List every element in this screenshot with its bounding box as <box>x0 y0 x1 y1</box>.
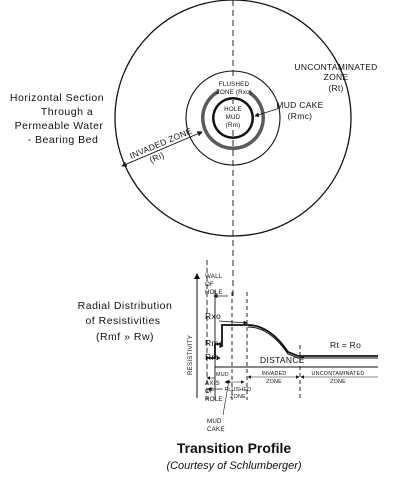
section-side-label-1: Horizontal Section <box>10 92 104 104</box>
flushed-zone-label-2: ZONE (Rxo) <box>216 89 252 96</box>
wall-of-hole-label-1: WALL <box>205 273 223 280</box>
horizontal-section: Horizontal Section Through a Permeable W… <box>10 0 377 300</box>
y-axis-label: RESISTIVITY <box>187 335 194 375</box>
flushed-label-background <box>219 79 249 96</box>
mud-cake-profile-label-2: CAKE <box>207 426 225 433</box>
mud-cake-pointer-line <box>222 379 231 416</box>
profile-side-label-1: Radial Distribution <box>78 300 173 312</box>
mud-resistivity: (Rm) <box>226 122 241 129</box>
section-side-label-3: Permeable Water <box>15 120 104 132</box>
axis-of-hole-label-2: OF <box>205 388 214 395</box>
mud-cake-pointer <box>254 107 281 118</box>
axis-of-hole-label-3: HOLE <box>205 396 223 403</box>
distance-label: DISTANCE <box>260 355 305 365</box>
rt-ro-label: Rt = Ro <box>330 340 361 350</box>
resistivity-curve-shadow <box>247 326 378 359</box>
mud-cake-label: MUD CAKE <box>276 100 323 110</box>
section-side-label-4: - Bearing Bed <box>28 134 99 146</box>
mud-profile-label: MUD <box>216 372 229 378</box>
axis-of-hole-label-1: AXIS <box>205 380 220 387</box>
profile-side-label-2: of Resistivities <box>85 315 160 327</box>
invaded-zone-profile-label-1: INVADED <box>262 371 287 377</box>
resistivity-profile: Radial Distribution of Resistivities (Rm… <box>78 260 378 433</box>
uncontaminated-zone-profile-label-2: ZONE <box>330 379 346 385</box>
rxo-label: Rxo <box>205 311 221 321</box>
mud-cake-profile-label-1: MUD <box>207 418 222 425</box>
rmc-label: Rmc <box>205 338 224 348</box>
flushed-zone-label-1: FLUSHED <box>219 81 250 88</box>
caption-credit: (Courtesy of Schlumberger) <box>166 460 301 472</box>
flushed-zone-profile-label-1: FLUSHED <box>225 387 252 393</box>
invaded-zone-profile-label-2: ZONE <box>266 379 282 385</box>
profile-side-label-3: (Rmf » Rw) <box>96 331 154 343</box>
mud-label: MUD <box>226 114 241 121</box>
uncontaminated-zone-resistivity: (Rt) <box>328 83 343 93</box>
flushed-zone-profile-label-2: ZONE <box>230 394 246 400</box>
hole-label: HOLE <box>224 106 242 113</box>
wall-of-hole-label-3: HOLE <box>205 289 223 296</box>
caption-title: Transition Profile <box>177 440 292 456</box>
rxo-pointer <box>218 320 248 325</box>
mud-cake-resistivity: (Rmc) <box>288 111 313 121</box>
uncontaminated-zone-profile-label-1: UNCONTAMINATED <box>312 371 365 377</box>
wall-of-hole-label-2: OF <box>205 281 214 288</box>
section-side-label-2: Through a <box>41 106 93 118</box>
hole-label-background <box>221 104 245 130</box>
rm-label: Rm <box>205 352 219 362</box>
uncontaminated-zone-label-2: ZONE <box>324 72 349 82</box>
uncontaminated-zone-label-1: UNCONTAMINATED <box>294 62 377 72</box>
invaded-zone-radius-arrow <box>121 131 203 167</box>
